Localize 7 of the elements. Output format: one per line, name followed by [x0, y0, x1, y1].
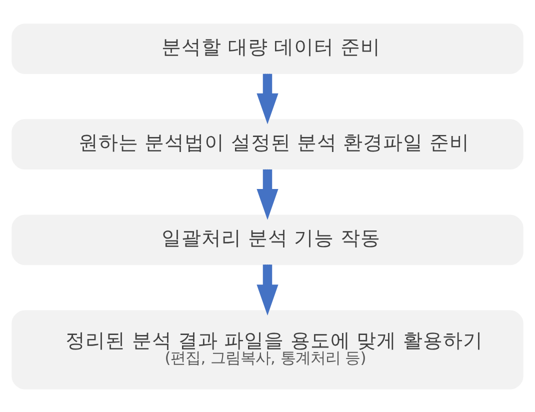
arrow: [256, 168, 278, 220]
arrow: [256, 73, 278, 124]
node-box: 일괄처리 분석 기능 작동: [12, 214, 524, 265]
node-box: 분석할 대량 데이터 준비: [12, 23, 524, 74]
arrow: [256, 264, 278, 315]
node-box: 정리된 분석 결과 파일을 용도에 맞게 활용하기 (편집, 그림복사, 통계처리 등): [12, 310, 524, 389]
node-box: 원하는 분석법이 설정된 분석 환경파일 준비: [12, 118, 524, 169]
